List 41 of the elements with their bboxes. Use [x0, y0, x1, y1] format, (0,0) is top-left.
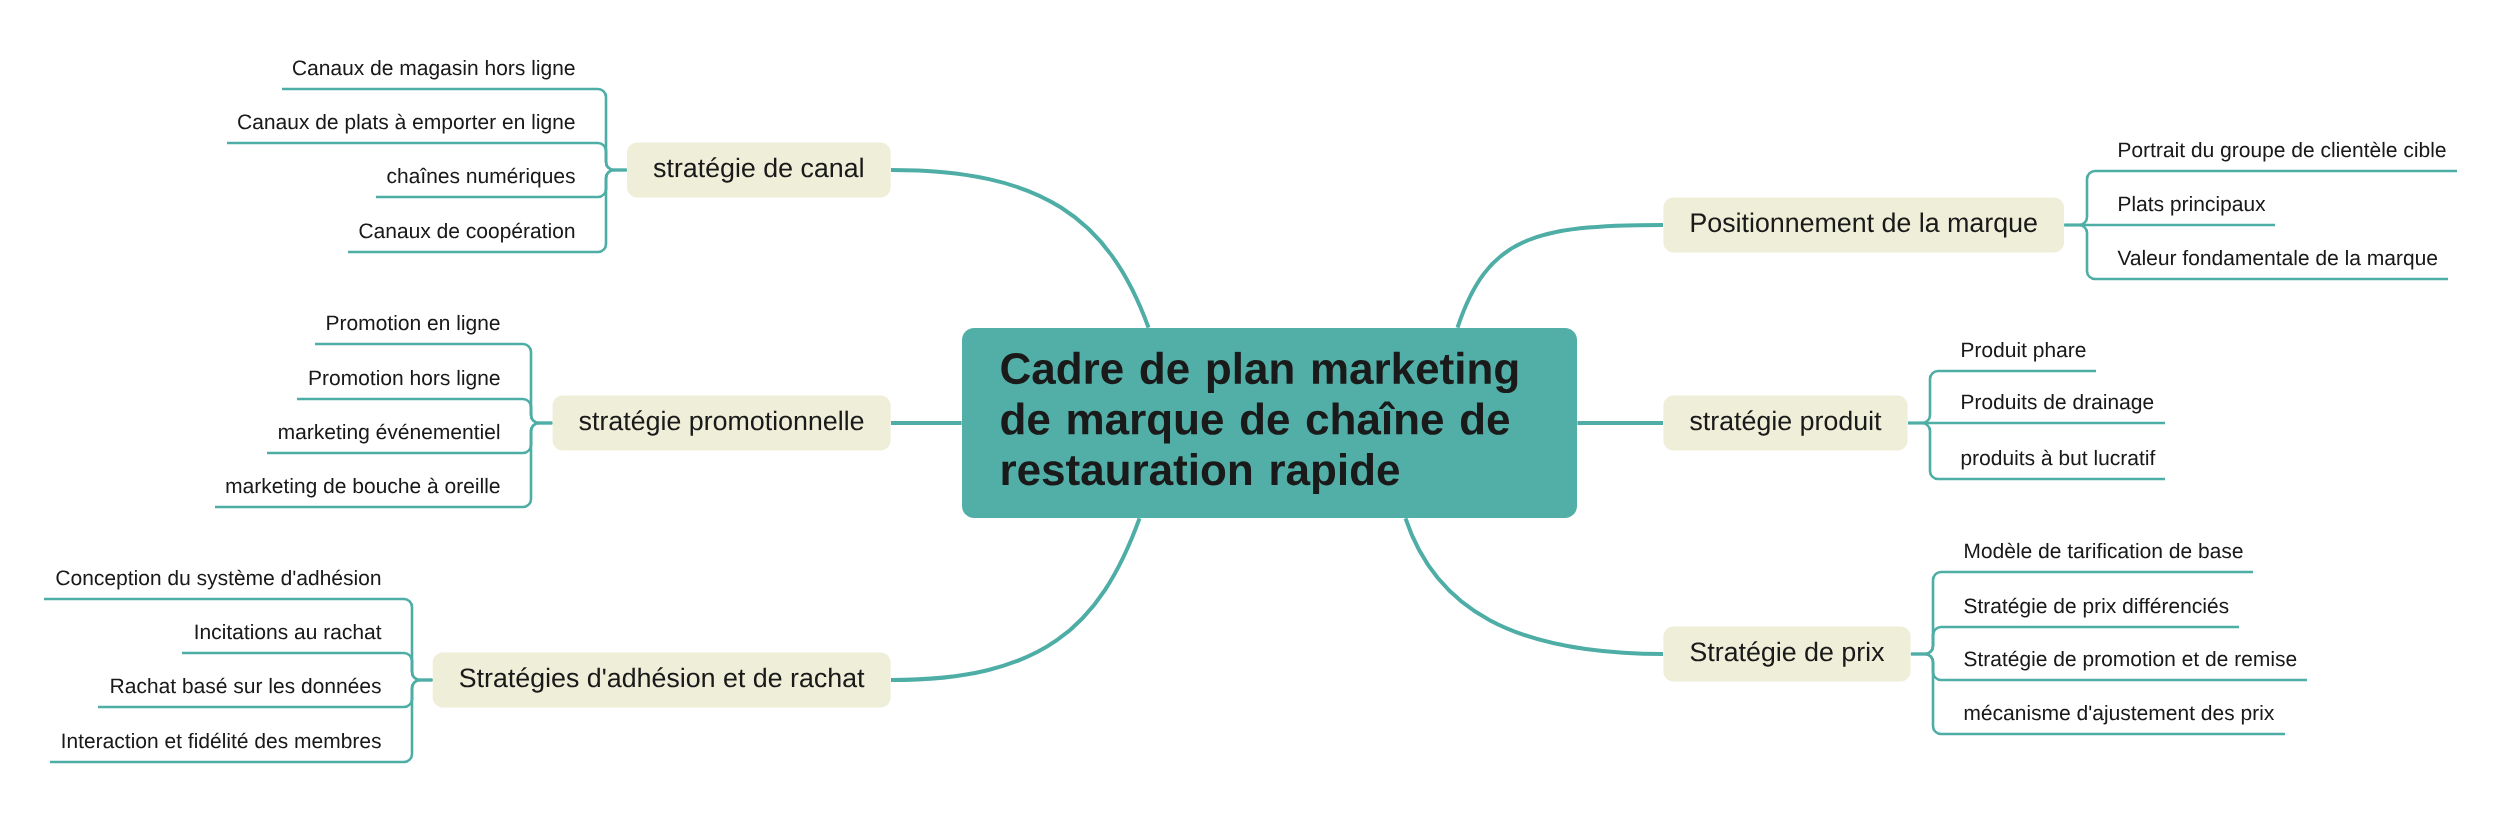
subtopic-label: Rachat basé sur les données — [98, 677, 402, 709]
subtopic-label: Incitations au rachat — [182, 623, 402, 655]
topic-box: Stratégies d'adhésion et de rachat — [432, 652, 891, 708]
topic-box: stratégie promotionnelle — [552, 395, 891, 451]
subtopic-label: Valeur fondamentale de la marque — [2097, 249, 2448, 281]
subtopic-label: Stratégie de prix différenciés — [1943, 597, 2239, 629]
connector-curve — [890, 517, 1142, 682]
connector-curve — [1455, 223, 1664, 329]
subtopic-label: Canaux de magasin hors ligne — [282, 59, 596, 91]
connector-line — [521, 421, 553, 509]
subtopic-label: Produits de drainage — [1940, 393, 2165, 425]
subtopic-label: Portrait du groupe de clientèle cible — [2097, 141, 2457, 173]
connector-line — [1577, 421, 1663, 425]
subtopic-label: Promotion en ligne — [315, 314, 521, 346]
subtopic-label: Produit phare — [1940, 341, 2096, 373]
subtopic-label: produits à but lucratif — [1940, 449, 2165, 481]
subtopic-label: Modèle de tarification de base — [1943, 542, 2253, 574]
subtopic-label: Canaux de plats à emporter en ligne — [227, 113, 596, 145]
connector-line — [401, 678, 433, 764]
central-topic-box: Cadre de plan marketing de marque de chaîne de restauration rapide — [962, 328, 1577, 518]
connector-curve — [890, 168, 1151, 329]
subtopic-label: mécanisme d'ajustement des prix — [1943, 704, 2285, 736]
subtopic-label: marketing de bouche à oreille — [215, 477, 521, 509]
topic-box: Positionnement de la marque — [1663, 197, 2065, 253]
subtopic-label: Interaction et fidélité des membres — [50, 732, 402, 764]
connector-line — [891, 421, 962, 425]
connector-line — [1910, 652, 1944, 736]
connector-line — [596, 168, 627, 254]
subtopic-label: Canaux de coopération — [348, 222, 596, 254]
subtopic-label: Stratégie de promotion et de remise — [1943, 650, 2307, 682]
subtopic-label: marketing événementiel — [267, 423, 521, 455]
topic-box: stratégie de canal — [627, 142, 891, 198]
connector-curve — [1403, 517, 1664, 656]
topic-box: Stratégie de prix — [1663, 626, 1911, 682]
subtopic-label: Conception du système d'adhésion — [44, 569, 402, 601]
connector-line — [2064, 223, 2098, 281]
subtopic-label: chaînes numériques — [376, 167, 596, 199]
subtopic-label: Promotion hors ligne — [297, 369, 521, 401]
subtopic-label: Plats principaux — [2097, 195, 2275, 227]
topic-box: stratégie produit — [1663, 395, 1908, 451]
connector-line — [1908, 421, 1941, 481]
